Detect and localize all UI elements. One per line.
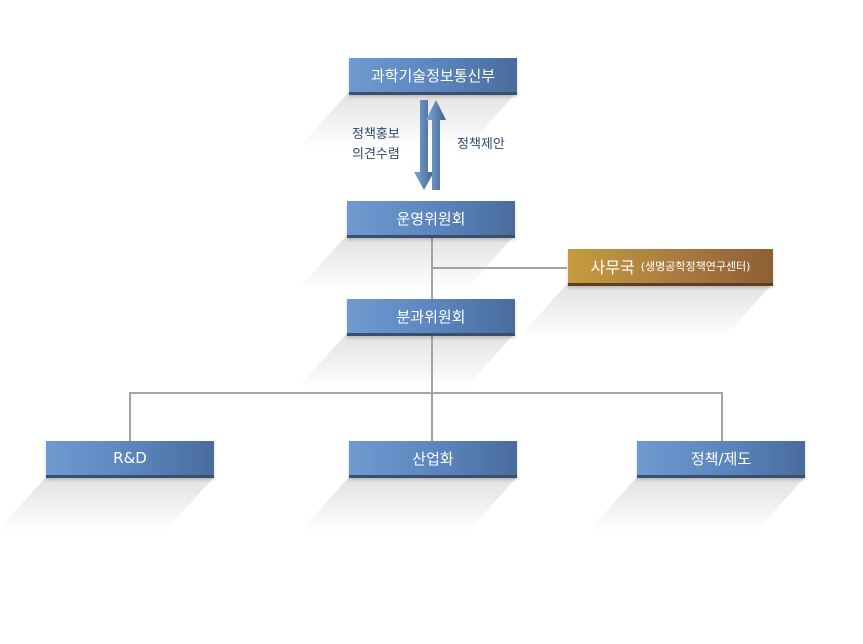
connector-to-rnd [129,392,131,441]
secretariat-subtitle: (생명공학정책연구센터) [640,260,751,273]
ministry-box: 과학기술정보통신부 [349,58,517,95]
industrialization-box: 산업화 [349,441,517,478]
secretariat-title: 사무국 [590,258,635,277]
connector-to-policy [721,392,723,441]
arrow-label-line-2: 의견수렴 [352,147,400,162]
steering-committee-box: 운영위원회 [347,201,515,238]
connector-horizontal-branch [129,392,723,394]
policy-box: 정책/제도 [637,441,805,478]
rnd-box: R&D [46,441,214,478]
secretariat-box: 사무국 (생명공학정책연구센터) [568,249,773,286]
arrow-label-line-1: 정책홍보 [352,127,400,142]
arrow-label-policy-proposal: 정책제안 [457,137,505,152]
arrow-label-policy-promotion: 정책홍보 의견수렴 [352,125,400,165]
subcommittee-box: 분과위원회 [347,299,515,336]
